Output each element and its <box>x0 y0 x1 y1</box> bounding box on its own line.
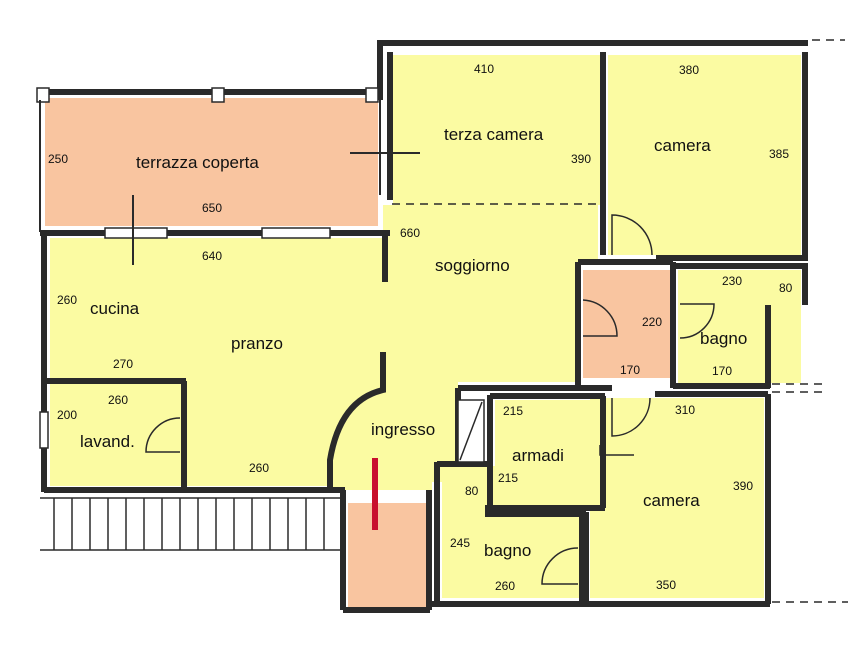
label-lavand: lavand. <box>80 432 135 451</box>
entry-landing-fill <box>348 503 426 607</box>
dim-camera-bottom-h: 390 <box>733 479 753 493</box>
door-lavand <box>145 417 181 453</box>
room-labels: terrazza coperta terza camera camera sog… <box>80 125 747 560</box>
stairs <box>40 497 340 551</box>
door-camera-top <box>611 214 653 256</box>
dim-terza-h: 390 <box>571 152 591 166</box>
terza-camera-fill <box>393 55 600 205</box>
label-cucina: cucina <box>90 299 140 318</box>
dim-armadi-w: 215 <box>503 404 523 418</box>
dim-disimpegno-h: 220 <box>642 315 662 329</box>
disimpegno-fill <box>583 270 670 378</box>
window-terrace-2 <box>261 227 331 239</box>
dim-cucina-w: 640 <box>202 249 222 263</box>
wall-top <box>377 40 808 100</box>
label-pranzo: pranzo <box>231 334 283 353</box>
dim-terrazza-w: 650 <box>202 201 222 215</box>
post-left <box>36 87 50 103</box>
dim-bagno-r-side: 80 <box>779 281 793 295</box>
dim-terza-w: 410 <box>474 62 494 76</box>
window-lavand <box>39 411 49 449</box>
bagno-bottom-fill <box>442 466 582 598</box>
doors <box>132 152 715 585</box>
dim-camera-bottom-w: 310 <box>675 403 695 417</box>
label-soggiorno: soggiorno <box>435 256 510 275</box>
dim-armadi-h: 215 <box>498 471 518 485</box>
dim-bagno-r-w: 230 <box>722 274 742 288</box>
post-mid <box>211 87 225 103</box>
label-armadi: armadi <box>512 446 564 465</box>
label-terza-camera: terza camera <box>444 125 544 144</box>
closet-diag <box>459 401 483 461</box>
dim-camera-top-w: 380 <box>679 63 699 77</box>
dim-pranzo-bottom: 260 <box>249 461 269 475</box>
dim-bagno-b-w: 260 <box>495 579 515 593</box>
dim-lavand-w: 260 <box>108 393 128 407</box>
door-bagno-right <box>679 303 715 339</box>
window-terrace-1 <box>104 227 168 239</box>
dim-disimpegno-w: 170 <box>620 363 640 377</box>
dim-lavand-h: 200 <box>57 408 77 422</box>
terrace-fill <box>45 98 378 226</box>
door-bagno-bottom <box>541 547 579 585</box>
dim-soggiorno-w: 660 <box>400 226 420 240</box>
wall-ingresso-curve <box>327 352 386 490</box>
dim-terrazza-h: 250 <box>48 152 68 166</box>
post-right <box>365 87 379 103</box>
label-terrazza: terrazza coperta <box>136 153 259 172</box>
door-armadi <box>599 445 634 456</box>
camera-top-fill <box>608 55 801 255</box>
door-camera-bottom <box>611 397 651 437</box>
dim-camera-bottom-b: 350 <box>656 578 676 592</box>
camera-bottom-fill <box>590 398 764 598</box>
dim-cucina-h: 260 <box>57 293 77 307</box>
label-bagno-bottom: bagno <box>484 541 531 560</box>
label-camera-top: camera <box>654 136 711 155</box>
dim-bagno-b-h: 245 <box>450 536 470 550</box>
label-bagno-right: bagno <box>700 329 747 348</box>
entry-marker <box>372 458 378 530</box>
dim-camera-top-h: 385 <box>769 147 789 161</box>
label-camera-bottom: camera <box>643 491 700 510</box>
dimension-labels: 250 650 410 390 380 385 660 640 260 270 … <box>48 62 793 593</box>
stair-steps <box>53 498 325 550</box>
lavanderia-fill <box>50 384 182 486</box>
dim-bagno-r-bottom: 170 <box>712 364 732 378</box>
dim-bagno-b-top: 80 <box>465 484 479 498</box>
dim-pranzo-div: 270 <box>113 357 133 371</box>
label-ingresso: ingresso <box>371 420 435 439</box>
door-disimpegno <box>582 299 618 337</box>
bagno-right-fill <box>678 270 801 383</box>
